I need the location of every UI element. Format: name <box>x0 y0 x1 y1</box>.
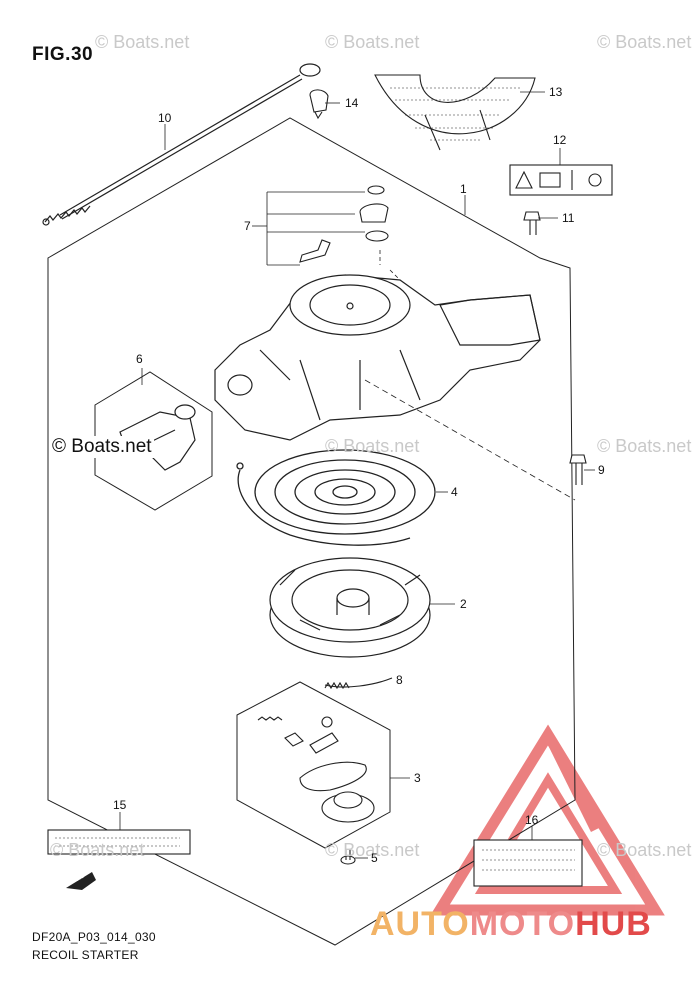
part-3-box <box>236 681 391 849</box>
watermark-text: © Boats.net <box>325 436 420 456</box>
ratchet-kit-part-3 <box>257 716 375 823</box>
label-part-15 <box>47 829 191 855</box>
brand-part-hub: HUB <box>575 905 652 943</box>
diagram-code: DF20A_P03_014_030 <box>32 930 156 944</box>
callout-7: 7 <box>244 219 251 233</box>
watermark-text: © Boats.net <box>325 32 420 52</box>
automotohub-logo-text: AUTOMOTOHUB <box>370 905 652 944</box>
callout-11: 11 <box>562 211 575 225</box>
screw-part-5 <box>340 850 356 865</box>
callout-14: 14 <box>345 96 359 110</box>
diagram-name: RECOIL STARTER <box>32 948 139 962</box>
brand-part-auto: AUTO <box>370 905 470 943</box>
recoil-spring-part-4 <box>236 449 436 546</box>
watermark-text: © Boats.net <box>597 436 692 456</box>
clip-part-14 <box>309 89 329 120</box>
callout-5: 5 <box>371 851 378 865</box>
part-6-box <box>94 371 213 511</box>
figure-title: FIG.30 <box>32 44 94 65</box>
watermark-text: © Boats.net <box>597 32 692 52</box>
assembly-outline <box>47 117 576 946</box>
brand-part-moto: MOTO <box>469 905 576 943</box>
callout-4: 4 <box>451 485 458 499</box>
bolt-part-9 <box>569 454 587 485</box>
automotohub-logo-icon <box>430 724 665 916</box>
callout-6: 6 <box>136 352 143 366</box>
recoil-housing-part-1 <box>214 274 541 441</box>
callout-3: 3 <box>414 771 421 785</box>
leader-lines <box>119 91 595 859</box>
cable-part-10 <box>42 63 321 226</box>
callout-16: 16 <box>525 813 539 827</box>
callout-15: 15 <box>113 798 127 812</box>
callout-10: 10 <box>158 111 172 125</box>
rope-part-8 <box>324 677 393 690</box>
callout-13: 13 <box>549 85 563 99</box>
watermark-text: © Boats.net <box>95 32 190 52</box>
cam-parts-part-7 <box>266 185 401 281</box>
bolt-part-11 <box>523 211 541 235</box>
callout-1: 1 <box>460 182 467 196</box>
callout-8: 8 <box>396 673 403 687</box>
callout-12: 12 <box>553 133 567 147</box>
handle-part-6 <box>119 404 196 471</box>
label-part-13 <box>374 74 536 151</box>
fwd-arrow-icon <box>66 872 96 890</box>
label-part-16 <box>473 839 583 887</box>
watermark-text: © Boats.net <box>50 436 154 458</box>
watermark-text: © Boats.net <box>597 840 692 860</box>
warning-label-part-12 <box>509 164 613 196</box>
watermark-text: © Boats.net <box>325 840 420 860</box>
callout-2: 2 <box>460 597 467 611</box>
watermark-text: © Boats.net <box>50 840 145 860</box>
callout-9: 9 <box>598 463 605 477</box>
reel-part-2 <box>269 557 431 658</box>
